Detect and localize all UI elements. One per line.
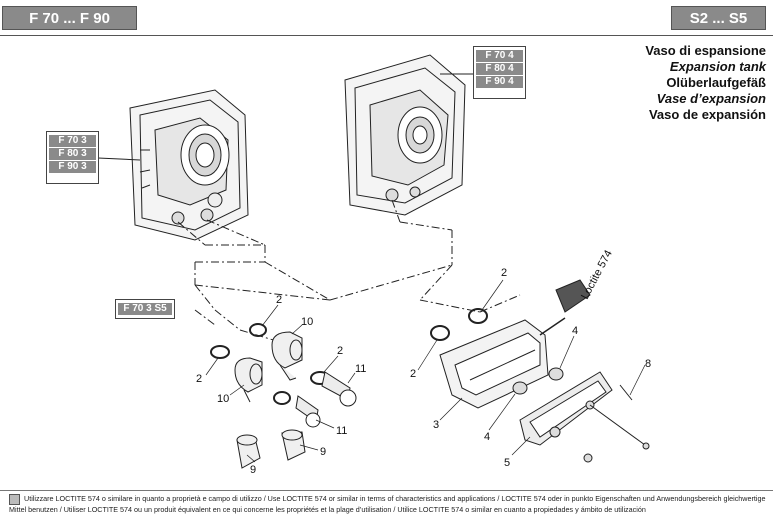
callout-5: 5 <box>504 457 510 469</box>
model-tag: F 70 4 <box>476 50 523 62</box>
model-tag: F 90 4 <box>476 76 523 88</box>
screw <box>619 384 633 401</box>
callout-9: 9 <box>250 464 256 476</box>
union-fitting <box>295 371 357 428</box>
footer-note: Utilizzare LOCTITE 574 o similare in qua… <box>9 494 769 514</box>
o-ring <box>430 325 450 341</box>
callout-4: 4 <box>572 325 578 337</box>
series-badge: F 70 ... F 90 <box>2 6 137 30</box>
callout-2: 2 <box>337 345 343 357</box>
model-tag: F 90 3 <box>49 161 96 173</box>
cap <box>512 381 528 395</box>
callout-2: 2 <box>276 294 282 306</box>
title-spanish: Vaso de expansión <box>648 107 766 122</box>
callout-2: 2 <box>501 267 507 279</box>
header-rule <box>0 35 773 36</box>
callout-2: 2 <box>410 368 416 380</box>
o-ring <box>273 391 291 405</box>
callout-11: 11 <box>336 425 347 437</box>
callout-10: 10 <box>217 393 229 405</box>
callout-11: 11 <box>355 363 366 375</box>
hose-barb <box>236 429 306 469</box>
title-english: Expansion tank <box>669 59 766 74</box>
callout-9: 9 <box>320 446 326 458</box>
o-ring <box>210 345 230 359</box>
loctite-symbol-icon <box>9 494 20 505</box>
callout-2: 2 <box>196 373 202 385</box>
gearbox-housing-right <box>344 54 466 216</box>
loctite-label: Loctite 574 <box>579 248 615 301</box>
callout-4: 4 <box>484 431 490 443</box>
kit-tag: F 70 3 S5 <box>118 303 172 315</box>
kit-box: F 70 3 S5 <box>115 299 175 319</box>
title-italian: Vaso di espansione <box>645 43 766 58</box>
callout-8: 8 <box>645 358 651 370</box>
title-french: Vase d’expansion <box>656 91 766 106</box>
model-tag: F 80 4 <box>476 63 523 75</box>
callout-10: 10 <box>301 316 313 328</box>
cap <box>548 367 564 381</box>
title-german: Olüberlaufgefäß <box>666 75 766 90</box>
elbow-fitting <box>234 357 263 403</box>
footer-rule <box>0 490 773 491</box>
model-tag: F 80 3 <box>49 148 96 160</box>
section-badge: S2 ... S5 <box>671 6 766 30</box>
exploded-view-drawing: Loctite 574 2 10 2 11 2 10 11 9 9 2 2 3 … <box>97 54 651 476</box>
o-ring <box>468 308 488 324</box>
model-box-right: F 70 4 F 80 4 F 90 4 <box>473 46 526 99</box>
model-box-left: F 70 3 F 80 3 F 90 3 <box>46 131 99 184</box>
elbow-fitting <box>271 331 303 381</box>
screw <box>589 404 646 446</box>
gearbox-housing-left <box>129 89 249 241</box>
cover-plate <box>519 371 613 446</box>
o-ring <box>249 323 267 337</box>
callout-3: 3 <box>433 419 439 431</box>
footer-text: Utilizzare LOCTITE 574 o similare in qua… <box>9 494 766 514</box>
model-tag: F 70 3 <box>49 135 96 147</box>
title-block: Vaso di espansione Expansion tank Olüber… <box>645 43 766 123</box>
